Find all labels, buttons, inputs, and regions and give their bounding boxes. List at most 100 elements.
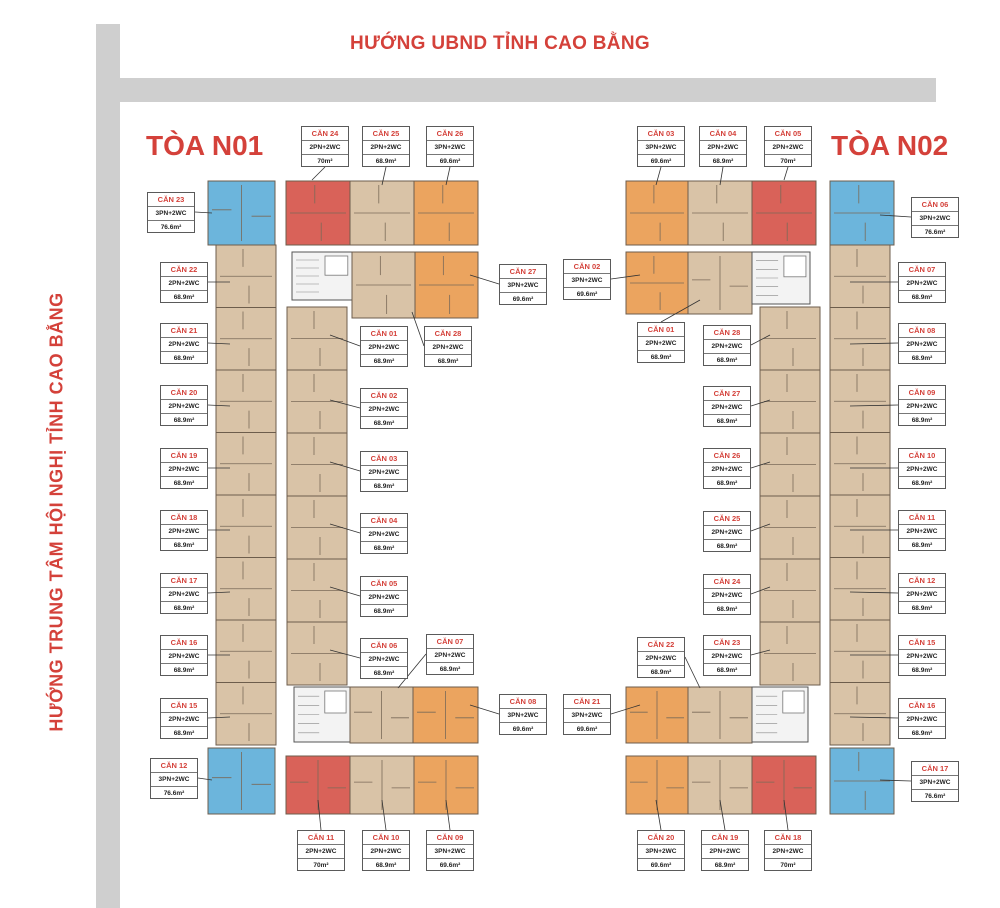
unit-label-name: CĂN 21 <box>161 324 207 338</box>
unit-label-type: 2PN+2WC <box>704 650 750 664</box>
unit-label-name: CĂN 17 <box>161 574 207 588</box>
unit-label-area: 68.9m² <box>375 862 397 869</box>
unit-label-area: 68.9m² <box>714 862 736 869</box>
unit-label-name: CĂN 01 <box>638 323 684 337</box>
unit-label-area: 68.9m² <box>716 667 738 674</box>
unit-label-type: 2PN+2WC <box>899 277 945 291</box>
direction-top-label: HƯỚNG UBND TỈNH CAO BẰNG <box>350 33 650 54</box>
unit-label-area: 68.9m² <box>712 158 734 165</box>
unit-label-type: 2PN+2WC <box>425 341 471 355</box>
unit-label-type: 2PN+2WC <box>161 713 207 727</box>
leader-n02-19 <box>719 799 726 831</box>
leader-n01-26 <box>445 166 451 186</box>
leader-n02-22 <box>684 656 701 689</box>
unit-label-area: 68.9m² <box>716 357 738 364</box>
unit-label-type: 2PN+2WC <box>899 338 945 352</box>
leader-n01-17 <box>207 591 231 594</box>
unit-label-area: 69.6m² <box>650 862 672 869</box>
unit-label-type: 2PN+2WC <box>298 845 344 859</box>
unit-label-type: 2PN+2WC <box>161 338 207 352</box>
unit-label-area: 70m² <box>317 158 333 165</box>
leader-n02-08 <box>849 342 899 345</box>
leader-n02-04 <box>719 166 724 186</box>
unit-label-type: 2PN+2WC <box>361 653 407 667</box>
unit-label-type: 2PN+2WC <box>361 403 407 417</box>
unit-label-area: 68.9m² <box>911 667 933 674</box>
unit-label-type: 2PN+2WC <box>899 713 945 727</box>
unit-label-type: 2PN+2WC <box>638 337 684 351</box>
unit-label-name: CĂN 26 <box>704 449 750 463</box>
unit-label-area: 68.9m² <box>716 543 738 550</box>
unit-label-area: 68.9m² <box>911 730 933 737</box>
unit-label-area: 68.9m² <box>716 606 738 613</box>
unit-label-type: 3PN+2WC <box>427 141 473 155</box>
unit-label-type: 3PN+2WC <box>638 141 684 155</box>
n02-core-bottom-lift <box>782 690 805 714</box>
unit-label-name: CĂN 12 <box>151 759 197 773</box>
road-top <box>96 78 936 102</box>
unit-label-area: 69.6m² <box>512 296 534 303</box>
leader-n01-10 <box>381 799 387 831</box>
unit-label-name: CĂN 20 <box>161 386 207 400</box>
leader-n02-20 <box>655 799 662 831</box>
unit-label-name: CĂN 20 <box>638 831 684 845</box>
unit-label-name: CĂN 04 <box>700 127 746 141</box>
unit-label-area: 68.9m² <box>716 480 738 487</box>
unit-label-type: 3PN+2WC <box>427 845 473 859</box>
unit-label-type: 2PN+2WC <box>363 141 409 155</box>
unit-label-name: CĂN 23 <box>148 193 194 207</box>
unit-label-name: CĂN 06 <box>912 198 958 212</box>
unit-label-type: 2PN+2WC <box>704 589 750 603</box>
unit-label-name: CĂN 28 <box>704 326 750 340</box>
leader-n01-20 <box>207 404 231 407</box>
unit-label-area: 68.9m² <box>911 294 933 301</box>
unit-label-area: 68.9m² <box>173 667 195 674</box>
leader-n01-28 <box>411 311 425 347</box>
unit-label-name: CĂN 24 <box>302 127 348 141</box>
unit-label-type: 2PN+2WC <box>899 650 945 664</box>
leader-n01-05 <box>329 586 361 597</box>
leader-n01-12 <box>197 777 213 781</box>
unit-label-name: CĂN 21 <box>564 695 610 709</box>
unit-label-name: CĂN 02 <box>564 260 610 274</box>
unit-label-name: CĂN 07 <box>899 263 945 277</box>
unit-label-area: 70m² <box>313 862 329 869</box>
unit-label-name: CĂN 09 <box>427 831 473 845</box>
unit-label-type: 2PN+2WC <box>363 845 409 859</box>
leader-n02-28 <box>750 334 771 346</box>
unit-label-name: CĂN 15 <box>161 699 207 713</box>
n01-core-top-lift <box>324 255 349 276</box>
unit-label-name: CĂN 12 <box>899 574 945 588</box>
leader-n02-09 <box>849 404 899 407</box>
leader-n01-11 <box>317 799 322 831</box>
unit-label-name: CĂN 17 <box>912 762 958 776</box>
leader-n01-01 <box>329 334 361 347</box>
leader-n01-04 <box>329 523 361 534</box>
unit-label-name: CĂN 22 <box>638 638 684 652</box>
unit-label-area: 68.9m² <box>439 666 461 673</box>
unit-label-type: 2PN+2WC <box>427 649 473 663</box>
leader-n02-16 <box>849 716 899 719</box>
unit-label-area: 68.9m² <box>173 294 195 301</box>
unit-label-area: 68.9m² <box>173 605 195 612</box>
unit-label-name: CĂN 07 <box>427 635 473 649</box>
unit-label-area: 68.9m² <box>373 483 395 490</box>
